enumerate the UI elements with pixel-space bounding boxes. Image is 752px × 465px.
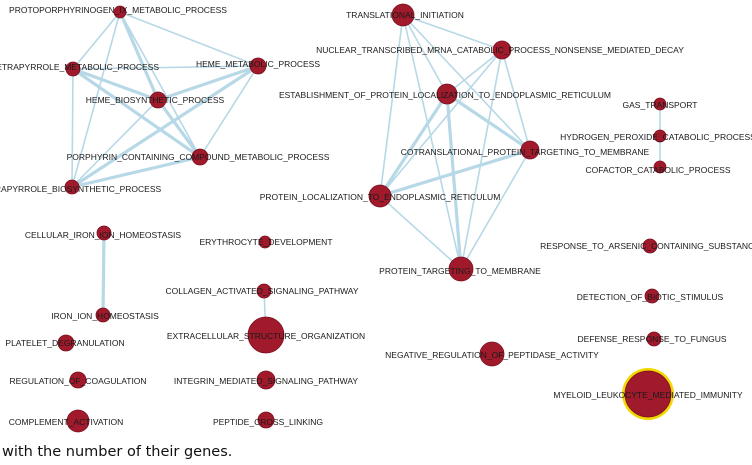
node-gas_transport[interactable] (653, 97, 667, 111)
edge-establishment_er-protein_targeting_membrane (445, 92, 463, 271)
edge-cellular_iron-iron_ion (101, 231, 106, 317)
node-label-protein_localization_er: PROTEIN_LOCALIZATION_TO_ENDOPLASMIC_RETI… (260, 192, 501, 202)
node-iron_ion[interactable] (95, 307, 111, 323)
node-fungus[interactable] (646, 331, 662, 347)
node-arsenic[interactable] (642, 238, 658, 254)
node-label-nmd: NUCLEAR_TRANSCRIBED_MRNA_CATABOLIC_PROCE… (316, 45, 684, 55)
node-biotic[interactable] (644, 288, 660, 304)
node-label-hydrogen_peroxide: HYDROGEN_PEROXIDE_CATABOLIC_PROCESS (560, 132, 752, 142)
node-extracellular[interactable] (247, 316, 285, 354)
network-edges (70, 10, 661, 336)
edge-nmd-cotranslational (501, 49, 531, 151)
node-label-coagulation: REGULATION_OF_COAGULATION (9, 376, 146, 386)
node-negative_peptidase[interactable] (479, 341, 505, 367)
edge-heme_biosynthetic-porphyrin (156, 98, 202, 159)
node-coagulation[interactable] (69, 371, 87, 389)
node-cotranslational[interactable] (520, 140, 540, 160)
node-label-biotic: DETECTION_OF_BIOTIC_STIMULUS (577, 292, 724, 302)
figure-caption: with the number of their genes. (2, 444, 233, 460)
node-peptide_cross[interactable] (257, 411, 275, 429)
edge-tetrapyrrole_metabolic-tetrapyrrole_biosynthetic (71, 68, 74, 188)
edge-establishment_er-protein_localization_er (378, 92, 449, 198)
node-myeloid[interactable] (624, 370, 672, 418)
node-label-porphyrin: PORPHYRIN_CONTAINING_COMPOUND_METABOLIC_… (67, 152, 330, 162)
edge-translational_initiation-nmd (402, 14, 503, 51)
node-tetrapyrrole_biosynthetic[interactable] (64, 179, 80, 195)
edge-heme_biosynthetic-tetrapyrrole_biosynthetic (71, 99, 159, 188)
node-label-iron_ion: IRON_ION_HOMEOSTASIS (51, 311, 159, 321)
node-translational_initiation[interactable] (391, 3, 415, 27)
edge-protoporphyrinogen-tetrapyrrole_biosynthetic (71, 11, 121, 188)
node-label-peptide_cross: PEPTIDE_CROSS_LINKING (213, 417, 323, 427)
node-protein_localization_er[interactable] (368, 184, 392, 208)
node-label-erythrocyte: ERYTHROCYTE_DEVELOPMENT (199, 237, 332, 247)
node-porphyrin[interactable] (191, 148, 209, 166)
edge-protein_localization_er-protein_targeting_membrane (379, 195, 462, 270)
edge-translational_initiation-cotranslational (402, 14, 531, 151)
node-protoporphyrinogen[interactable] (113, 5, 127, 19)
node-label-complement: COMPLEMENT_ACTIVATION (9, 417, 123, 427)
edge-translational_initiation-protein_targeting_membrane (402, 14, 462, 270)
edge-protoporphyrinogen-porphyrin (119, 11, 201, 158)
edge-heme_metabolic-heme_biosynthetic (156, 64, 260, 102)
edge-nmd-establishment_er (446, 49, 503, 95)
node-integrin[interactable] (256, 370, 276, 390)
edge-tetrapyrrole_metabolic-porphyrin (71, 67, 202, 159)
edge-tetrapyrrole_metabolic-heme_metabolic (72, 65, 259, 70)
node-collagen[interactable] (256, 283, 272, 299)
node-establishment_er[interactable] (436, 83, 458, 105)
node-label-protoporphyrinogen: PROTOPORPHYRINOGEN_IX_METABOLIC_PROCESS (9, 5, 227, 15)
network-labels: PROTOPORPHYRINOGEN_IX_METABOLIC_PROCESS T… (0, 5, 752, 427)
network-nodes (57, 3, 674, 433)
node-label-cofactor_catabolic: COFACTOR_CATABOLIC_PROCESS (585, 165, 730, 175)
edge-cotranslational-protein_targeting_membrane (460, 149, 531, 270)
node-label-heme_metabolic: HEME_METABOLIC_PROCESS (196, 59, 320, 69)
node-cofactor_catabolic[interactable] (653, 160, 667, 174)
node-erythrocyte[interactable] (258, 235, 272, 249)
edge-nmd-protein_targeting_membrane (460, 49, 503, 270)
node-complement[interactable] (66, 409, 90, 433)
node-label-tetrapyrrole_biosynthetic: TETRAPYRROLE_BIOSYNTHETIC_PROCESS (0, 184, 161, 194)
edge-nmd-protein_localization_er (379, 49, 503, 197)
edge-heme_metabolic-tetrapyrrole_biosynthetic (70, 64, 260, 189)
edge-porphyrin-tetrapyrrole_biosynthetic (70, 155, 202, 189)
node-hydrogen_peroxide[interactable] (653, 129, 667, 143)
node-label-heme_biosynthetic: HEME_BIOSYNTHETIC_PROCESS (86, 95, 225, 105)
node-heme_metabolic[interactable] (249, 57, 267, 75)
node-label-cotranslational: COTRANSLATIONAL_PROTEIN_TARGETING_TO_MEM… (401, 147, 650, 157)
node-label-fungus: DEFENSE_RESPONSE_TO_FUNGUS (577, 334, 726, 344)
edge-protoporphyrinogen-tetrapyrrole_metabolic (72, 11, 121, 70)
node-label-establishment_er: ESTABLISHMENT_OF_PROTEIN_LOCALIZATION_TO… (279, 90, 611, 100)
node-label-collagen: COLLAGEN_ACTIVATED_SIGNALING_PATHWAY (165, 286, 358, 296)
node-label-myeloid: MYELOID_LEUKOCYTE_MEDIATED_IMMUNITY (553, 390, 743, 400)
node-cellular_iron[interactable] (96, 225, 112, 241)
node-nmd[interactable] (492, 40, 512, 60)
node-tetrapyrrole_metabolic[interactable] (65, 61, 81, 77)
node-label-negative_peptidase: NEGATIVE_REGULATION_OF_PEPTIDASE_ACTIVIT… (385, 350, 599, 360)
node-label-integrin: INTEGRIN_MEDIATED_SIGNALING_PATHWAY (174, 376, 359, 386)
edge-establishment_er-cotranslational (445, 92, 532, 152)
node-label-protein_targeting_membrane: PROTEIN_TARGETING_TO_MEMBRANE (379, 266, 541, 276)
edge-translational_initiation-establishment_er (402, 14, 448, 95)
node-label-platelet: PLATELET_DEGRANULATION (5, 338, 124, 348)
node-label-extracellular: EXTRACELLULAR_STRUCTURE_ORGANIZATION (167, 331, 365, 341)
edge-protoporphyrinogen-heme_metabolic (119, 11, 259, 67)
edge-heme_metabolic-porphyrin (199, 65, 259, 158)
node-label-tetrapyrrole_metabolic: TETRAPYRROLE_METABOLIC_PROCESS (0, 62, 159, 72)
node-label-translational_initiation: TRANSLATIONAL_INITIATION (346, 10, 464, 20)
edge-translational_initiation-protein_localization_er (379, 14, 404, 197)
enrichment-network-diagram: PROTOPORPHYRINOGEN_IX_METABOLIC_PROCESS T… (0, 3, 752, 433)
node-protein_targeting_membrane[interactable] (448, 256, 474, 282)
node-label-gas_transport: GAS_TRANSPORT (623, 100, 698, 110)
edge-cotranslational-protein_localization_er (378, 148, 532, 198)
node-heme_biosynthetic[interactable] (149, 91, 167, 109)
node-label-cellular_iron: CELLULAR_IRON_ION_HOMEOSTASIS (25, 230, 182, 240)
edge-protoporphyrinogen-heme_biosynthetic (118, 10, 160, 102)
node-platelet[interactable] (57, 334, 75, 352)
edge-tetrapyrrole_metabolic-heme_biosynthetic (71, 67, 160, 102)
node-label-arsenic: RESPONSE_TO_ARSENIC_CONTAINING_SUBSTANCE (540, 241, 752, 251)
